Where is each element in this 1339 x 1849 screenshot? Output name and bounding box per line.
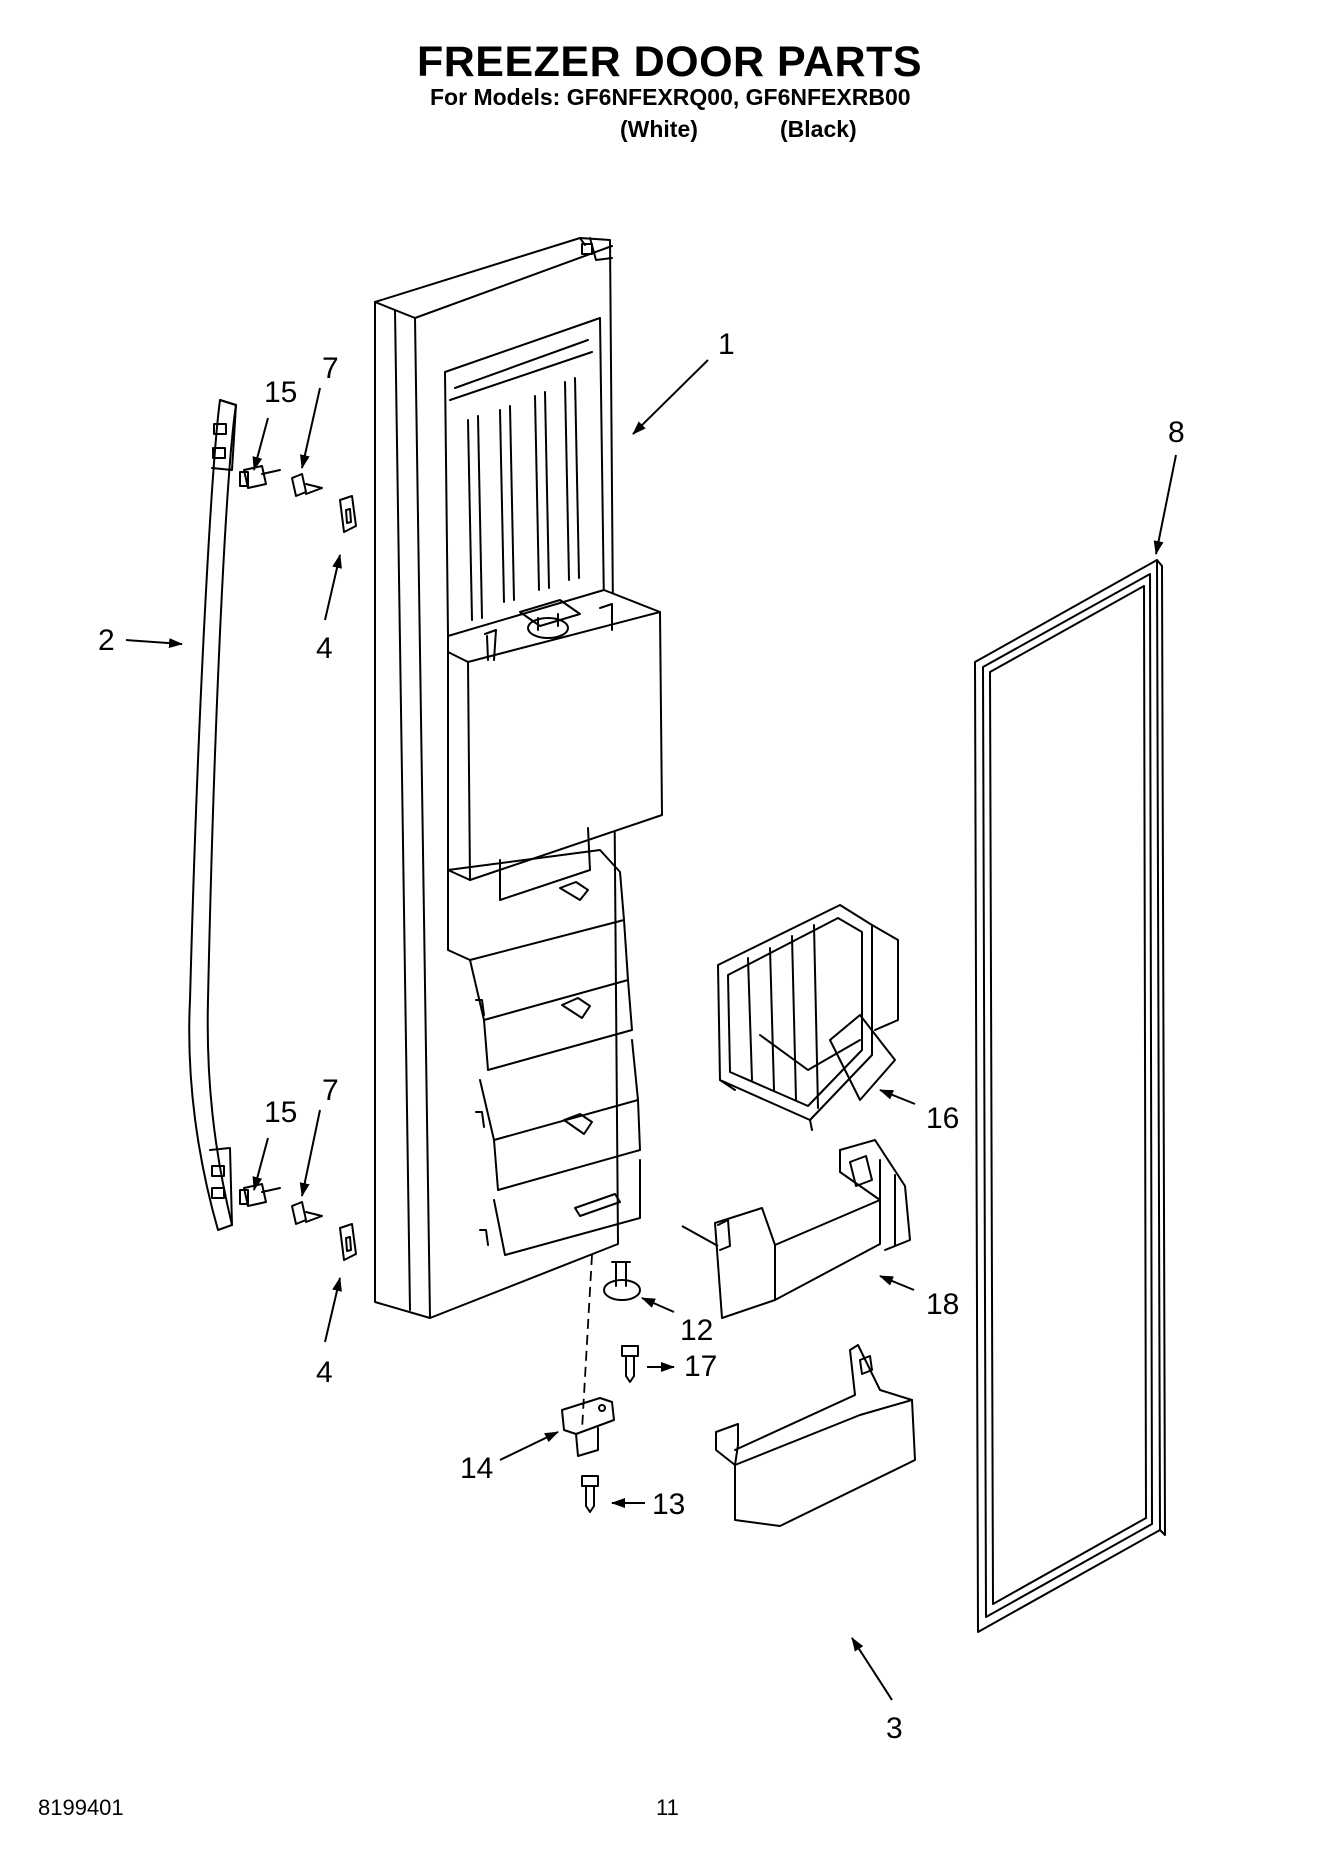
variant-white-label: (White): [620, 116, 698, 142]
handle-clip-top: [339, 495, 357, 533]
callout-8: 8: [1168, 416, 1185, 449]
models-line: For Models: GF6NFEXRQ00, GF6NFEXRB00: [430, 84, 911, 110]
freezer-door: [374, 237, 663, 1319]
callout-14: 14: [460, 1452, 493, 1485]
callout-13: 13: [652, 1488, 685, 1521]
lower-hinge: [561, 1397, 615, 1457]
callout-1: 1: [718, 328, 735, 361]
door-gasket: [974, 559, 1166, 1633]
wire-basket: [717, 904, 899, 1131]
hinge-bushing: [603, 1261, 641, 1301]
callout-4-top: 4: [316, 632, 333, 665]
variant-black-label: (Black): [780, 116, 857, 142]
callout-17: 17: [684, 1350, 717, 1383]
callout-12: 12: [680, 1314, 713, 1347]
callout-15-top: 15: [264, 376, 297, 409]
callout-7-bottom: 7: [322, 1074, 339, 1107]
handle-clip-bottom: [339, 1223, 357, 1261]
callout-7-top: 7: [322, 352, 339, 385]
door-bin-middle: [714, 1139, 911, 1319]
page-number: 11: [656, 1795, 679, 1820]
hinge-screw: [581, 1475, 599, 1513]
callout-15-bottom: 15: [264, 1096, 297, 1129]
mounting-screw-bottom: [291, 1201, 323, 1225]
callout-4-bottom: 4: [316, 1356, 333, 1389]
document-number: 8199401: [38, 1795, 124, 1820]
callout-3: 3: [886, 1712, 903, 1745]
pin-screw: [621, 1345, 639, 1383]
callout-2: 2: [98, 624, 115, 657]
callout-16: 16: [926, 1102, 959, 1135]
callout-18: 18: [926, 1288, 959, 1321]
handle-screw-bottom: [239, 1183, 281, 1207]
mounting-screw-top: [291, 473, 323, 497]
door-bin-bottom: [715, 1344, 916, 1527]
door-handle: [188, 399, 237, 1231]
handle-screw-top: [239, 465, 281, 489]
page-title: FREEZER DOOR PARTS: [416, 38, 923, 86]
